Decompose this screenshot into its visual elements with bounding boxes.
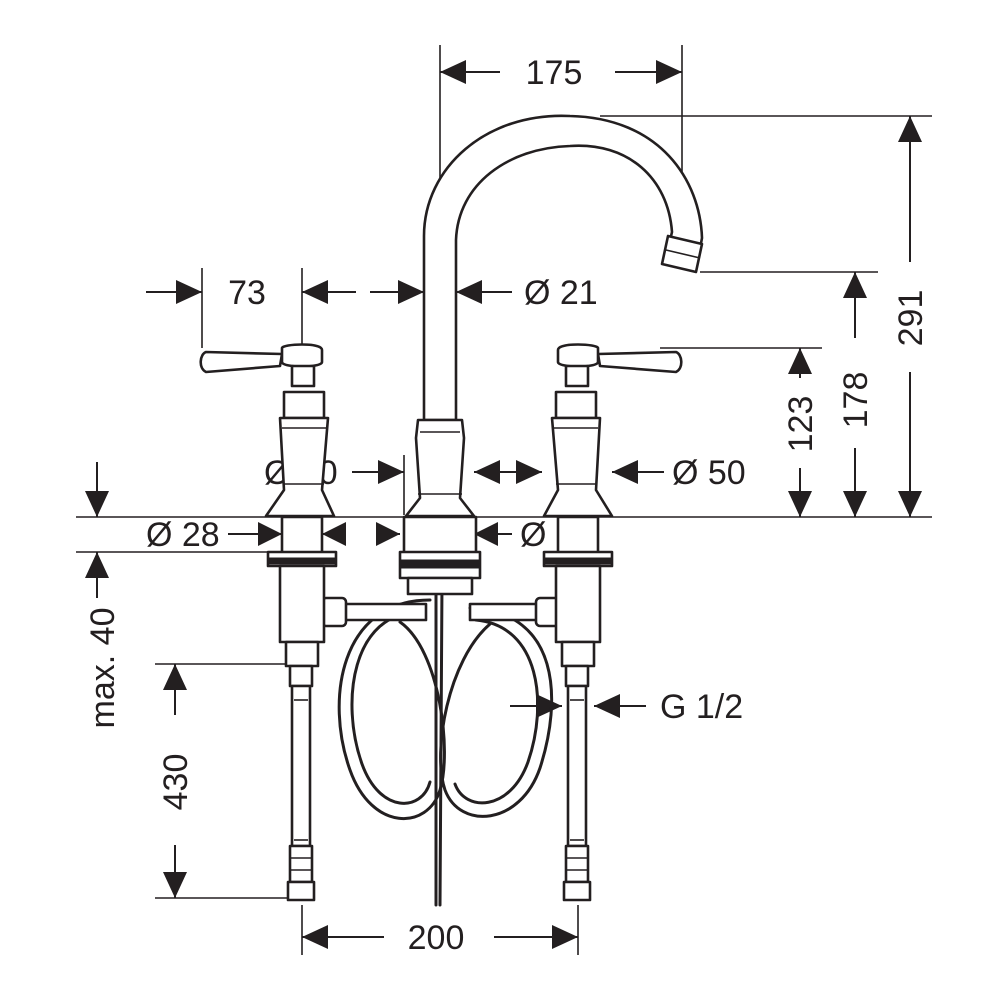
dimension-spout-diameter: Ø 21 [370, 274, 598, 312]
spout [422, 114, 704, 422]
cross-connection-pipes [320, 596, 562, 628]
dimension-spout-reach: 175 [440, 54, 682, 92]
dimension-valve-body-middle [474, 460, 542, 484]
spout-body [398, 418, 482, 596]
dimension-label-valve-diameter-right: Ø 50 [672, 454, 746, 492]
dimension-center-spacing: 200 [302, 919, 578, 957]
right-connection-hose [562, 664, 592, 902]
dimension-label-max-40: max. 40 [84, 608, 122, 729]
dimension-valve-shank: Ø 28 [146, 516, 346, 554]
dimension-label-200: 200 [408, 919, 465, 957]
dimension-label-430: 430 [157, 754, 195, 811]
dimension-label-spout-diameter: Ø 21 [524, 274, 598, 312]
dimension-label-175: 175 [526, 54, 583, 92]
supply-hose-loops [337, 580, 554, 907]
dimension-label-thread: G 1/2 [660, 688, 743, 726]
right-valve [542, 343, 683, 668]
dimension-handle-reach: 73 [146, 274, 356, 312]
dimension-valve-body-right: Ø 50 [612, 454, 746, 492]
dimension-label-73: 73 [228, 274, 266, 312]
dimension-label-291: 291 [892, 290, 930, 347]
dimension-max-deck-thickness: max. 40 [84, 462, 122, 728]
dimension-total-height: 291 [892, 116, 930, 517]
dimension-hose-length: 430 [157, 664, 195, 898]
dimension-handle-height: 123 [782, 348, 820, 517]
dimension-outlet-height: 178 [837, 272, 875, 517]
dimension-connection-thread: G 1/2 [510, 688, 743, 726]
dimension-label-shank-diameter: Ø 28 [146, 516, 220, 554]
dimension-label-123: 123 [782, 396, 820, 453]
left-valve [199, 343, 338, 668]
extension-lines [76, 45, 932, 955]
left-connection-hose [286, 664, 316, 902]
dimension-label-178: 178 [837, 372, 875, 429]
